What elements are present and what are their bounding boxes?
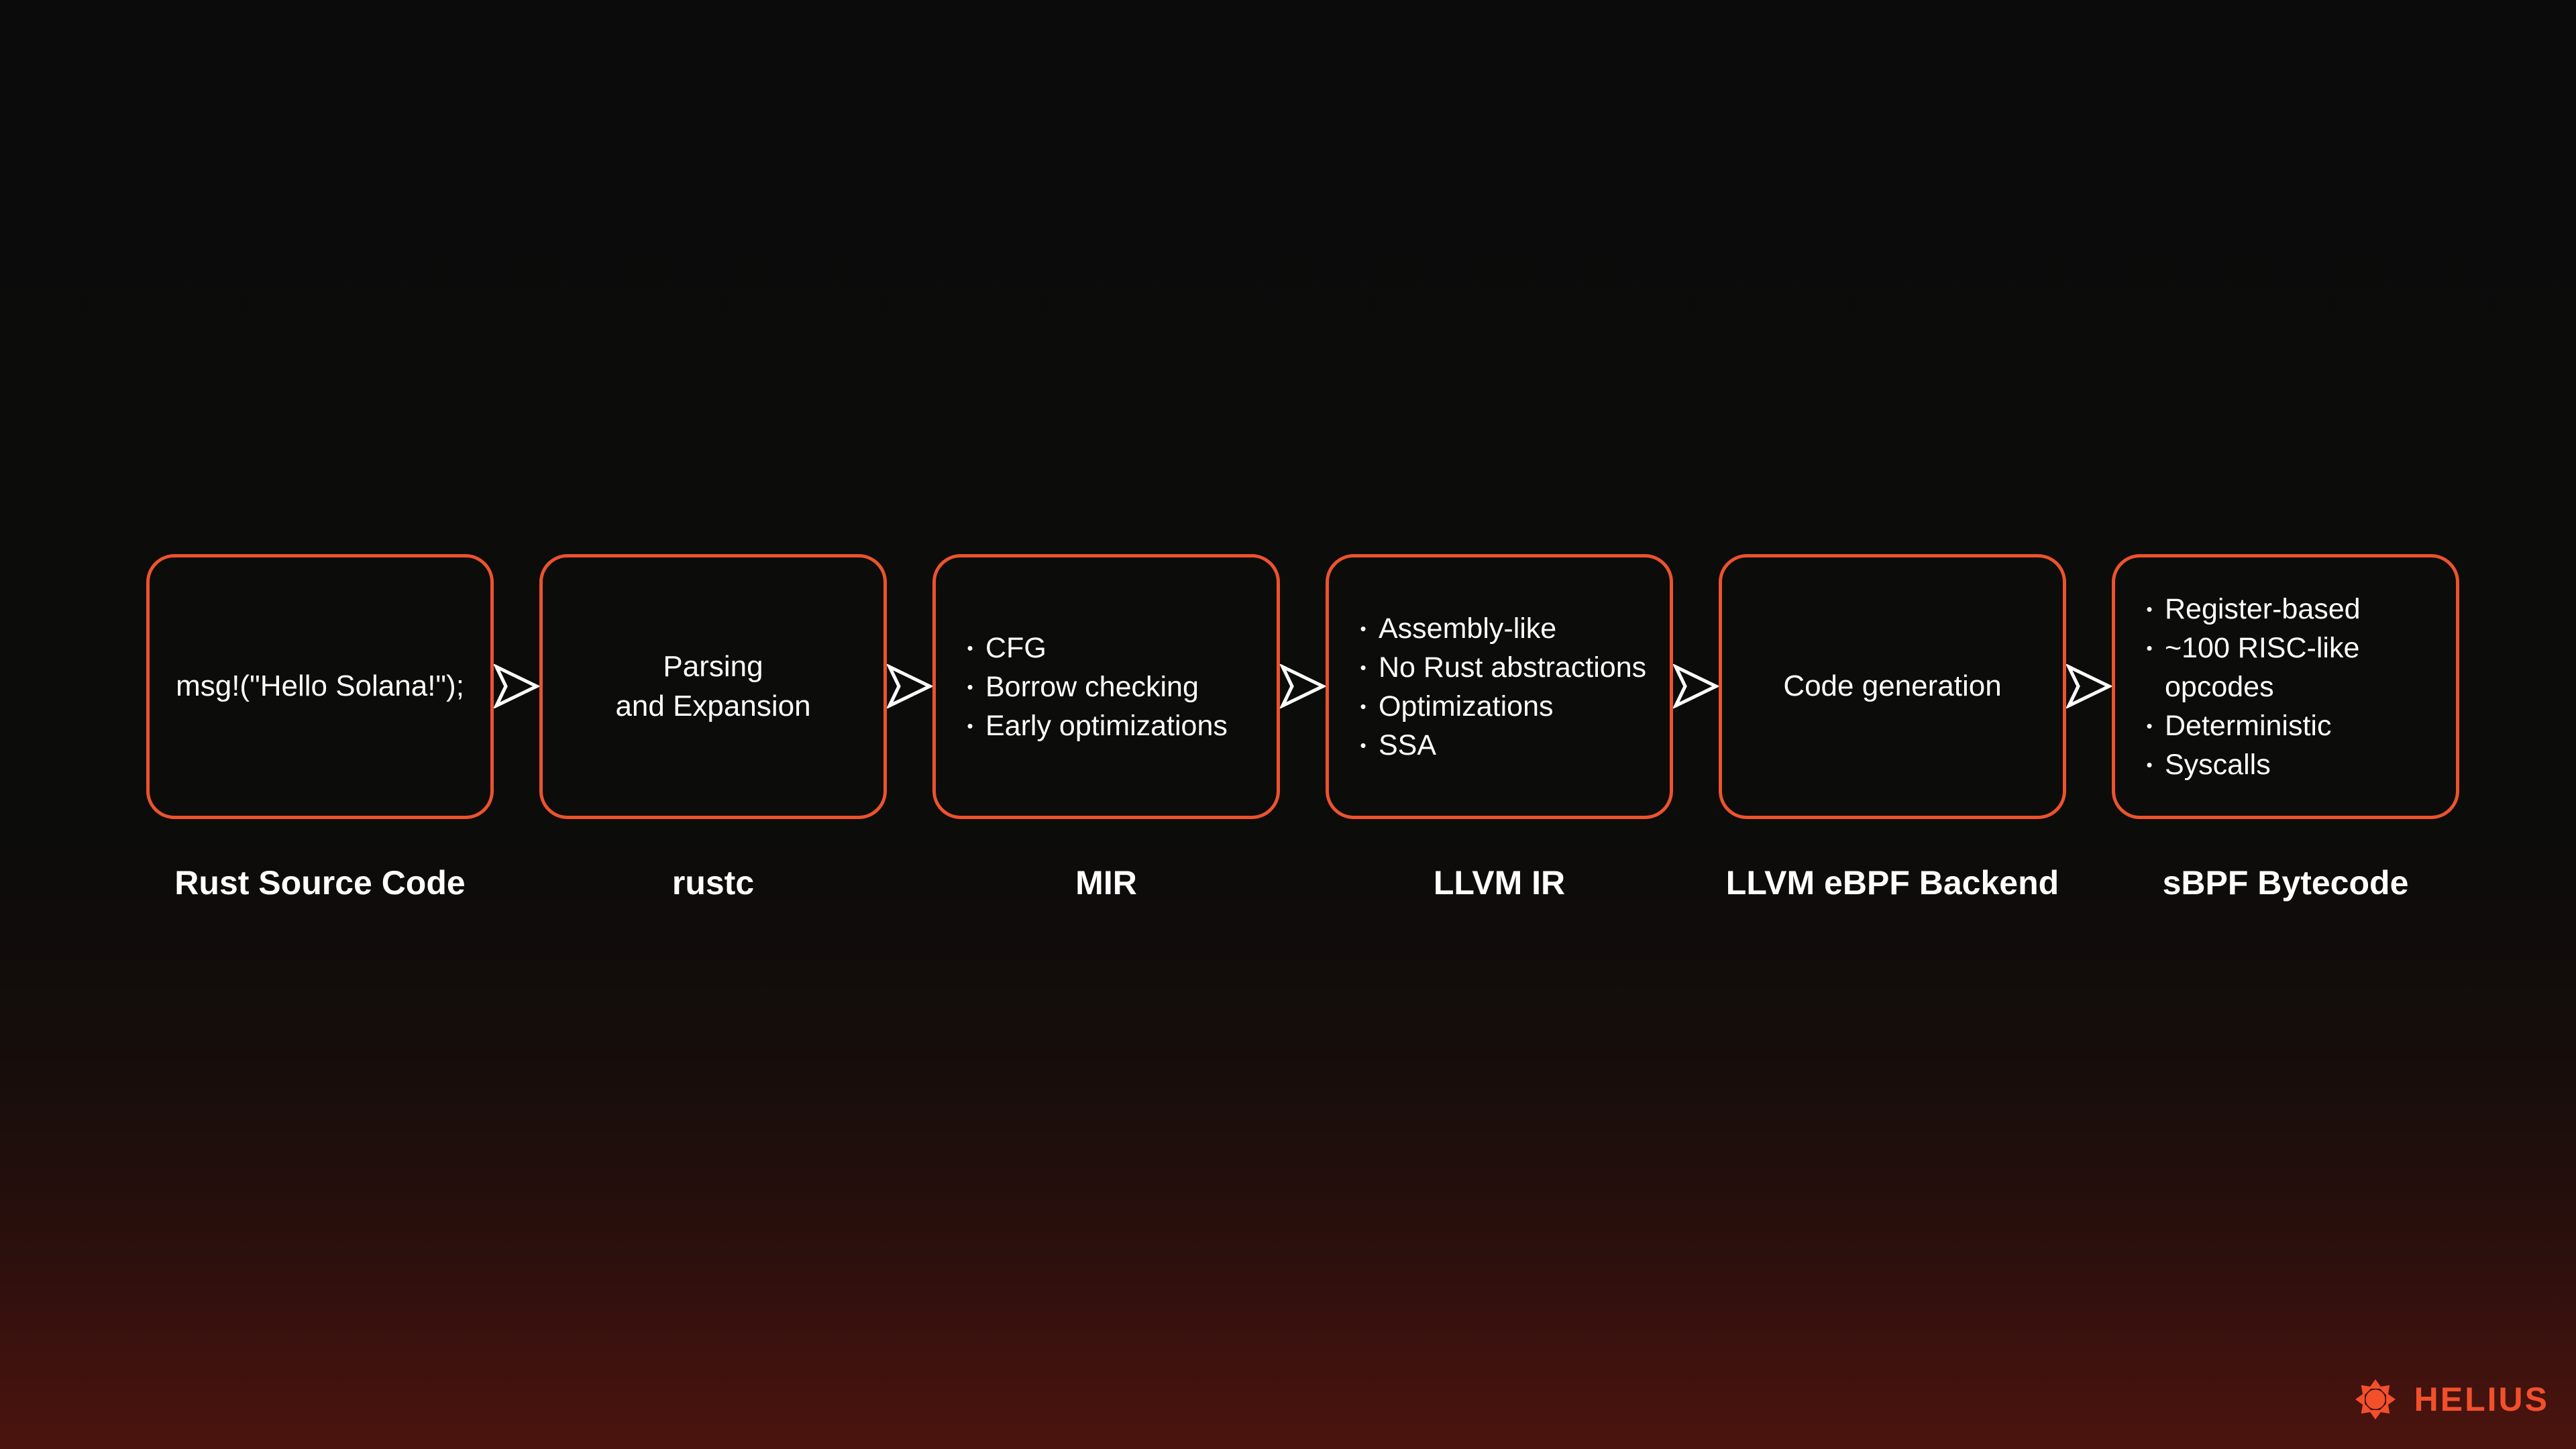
stage-box-rust-source-code: msg!("Hello Solana!"); <box>146 554 494 819</box>
bullet-list: • Assembly-like • No Rust abstractions • Opti… <box>1356 609 1658 765</box>
flow-arrow-icon <box>494 664 539 708</box>
box-text: Code generation <box>1783 669 2002 703</box>
bullet-item: • Assembly-like <box>1356 609 1658 648</box>
bullet-text: Syscalls <box>2165 748 2271 781</box>
helius-wordmark: HELIUS <box>2414 1381 2549 1418</box>
stage-box-llvm-ebpf-backend: Code generation <box>1719 554 2066 819</box>
box-text: Parsing and Expansion <box>615 650 811 722</box>
bullet-item: • ~100 RISC-like opcodes <box>2142 629 2444 706</box>
bullet-item: • Borrow checking <box>963 667 1265 706</box>
bullet-item: • Deterministic <box>2142 706 2444 745</box>
bullet-dot: • <box>967 676 973 697</box>
bullet-item: • Early optimizations <box>963 706 1265 745</box>
flow-arrow-icon <box>2066 664 2112 708</box>
bullet-text: Assembly-like <box>1379 612 1557 645</box>
bullet-dot: • <box>2146 715 2153 736</box>
bullet-dot: • <box>2146 637 2153 658</box>
bullet-dot: • <box>1360 696 1366 716</box>
flow-arrow-icon <box>1673 664 1719 708</box>
pipeline-stage-rust-source-code: msg!("Hello Solana!"); Rust Source Code <box>146 554 494 902</box>
stage-box-rustc: Parsing and Expansion <box>539 554 887 819</box>
bullet-dot: • <box>2146 598 2153 619</box>
stage-label-llvm-ebpf-backend: LLVM eBPF Backend <box>1725 864 2059 902</box>
pipeline-stage-llvm-ebpf-backend: Code generation LLVM eBPF Backend <box>1719 554 2066 902</box>
stage-label-rust-source-code: Rust Source Code <box>174 864 466 902</box>
bullet-list: • Register-based • ~100 RISC-like opcodes • D… <box>2142 590 2444 784</box>
stage-label-llvm-ir: LLVM IR <box>1433 864 1566 902</box>
stage-box-sbpf-bytecode: • Register-based • ~100 RISC-like opcodes • D… <box>2112 554 2459 819</box>
pipeline-stage-sbpf-bytecode: • Register-based • ~100 RISC-like opcodes • D… <box>2112 554 2459 902</box>
bullet-item: • No Rust abstractions <box>1356 648 1658 687</box>
bullet-text: Register-based <box>2165 592 2361 625</box>
bullet-text: Borrow checking <box>985 670 1199 703</box>
pipeline-stage-rustc: Parsing and Expansion rustc <box>539 554 887 902</box>
bullet-text: Deterministic <box>2165 709 2332 742</box>
pipeline-stage-mir: • CFG • Borrow checking • Early optimizations… <box>932 554 1280 902</box>
bullet-text: SSA <box>1379 729 1437 761</box>
bullet-dot: • <box>967 637 973 658</box>
bullet-text: ~100 RISC-like opcodes <box>2165 631 2360 703</box>
bullet-dot: • <box>1360 618 1366 639</box>
bullet-item: • Optimizations <box>1356 687 1658 726</box>
bullet-item: • CFG <box>963 629 1265 667</box>
bullet-text: Optimizations <box>1379 690 1554 722</box>
helius-sun-icon <box>2355 1379 2396 1419</box>
helius-logo: HELIUS <box>2354 1378 2549 1421</box>
code-snippet: msg!("Hello Solana!"); <box>176 669 464 703</box>
bullet-item: • SSA <box>1356 726 1658 765</box>
bullet-dot: • <box>1360 735 1366 755</box>
bullet-text: Early optimizations <box>985 709 1228 742</box>
stage-label-sbpf-bytecode: sBPF Bytecode <box>2162 864 2409 902</box>
bullet-item: • Register-based <box>2142 590 2444 629</box>
flow-arrow-icon <box>1280 664 1326 708</box>
stage-label-rustc: rustc <box>672 864 755 902</box>
compilation-pipeline: msg!("Hello Solana!"); Rust Source Code … <box>146 554 2459 902</box>
bullet-item: • Syscalls <box>2142 745 2444 784</box>
bullet-dot: • <box>967 715 973 736</box>
stage-box-llvm-ir: • Assembly-like • No Rust abstractions • Opti… <box>1326 554 1673 819</box>
stage-box-mir: • CFG • Borrow checking • Early optimizations <box>932 554 1280 819</box>
bullet-dot: • <box>2146 754 2153 775</box>
stage-label-mir: MIR <box>1075 864 1137 902</box>
bullet-text: No Rust abstractions <box>1379 651 1647 684</box>
bullet-list: • CFG • Borrow checking • Early optimizations <box>963 629 1265 745</box>
pipeline-stage-llvm-ir: • Assembly-like • No Rust abstractions • Opti… <box>1326 554 1673 902</box>
flow-arrow-icon <box>887 664 932 708</box>
bullet-dot: • <box>1360 657 1366 678</box>
bullet-text: CFG <box>985 631 1046 664</box>
